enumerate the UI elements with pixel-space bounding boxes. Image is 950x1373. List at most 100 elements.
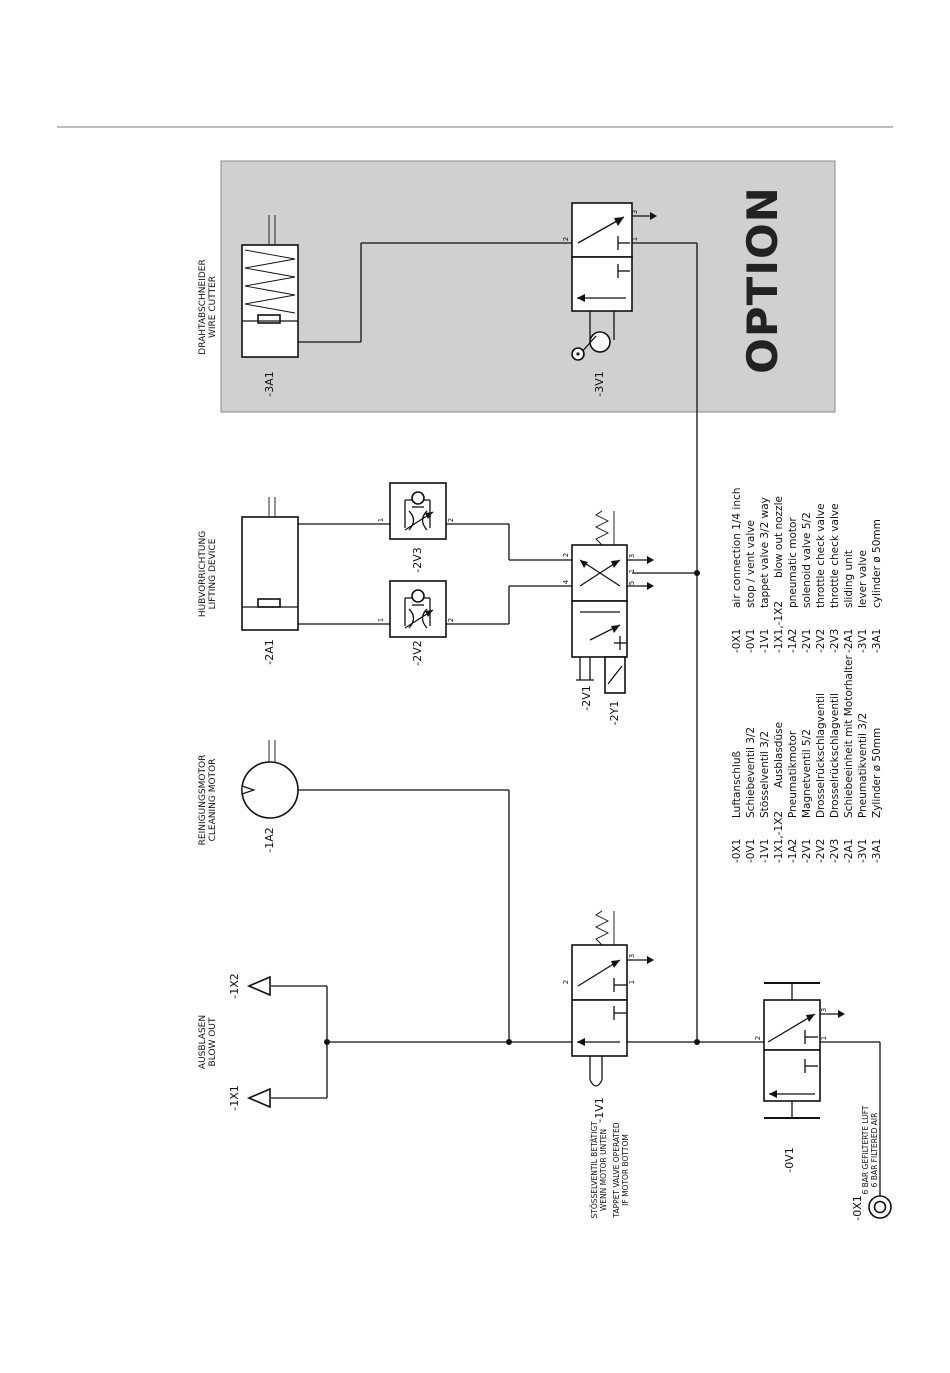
- legend-en-text: lever valve: [857, 550, 869, 608]
- legend-en-text: pneumatic motor: [787, 517, 799, 608]
- legend-english: -0X1 -0V1 -1V1 -1X1,-1X2 -1A2 -2V1 -2V2 …: [731, 488, 883, 653]
- legend-en-texts: air connection 1/4 inch stop / vent valv…: [731, 488, 883, 608]
- legend-en-code: -1X1,-1X2: [773, 601, 785, 653]
- tappet-valve-port-3: 3: [628, 954, 636, 958]
- legend-en-text: throttle check valve: [829, 503, 841, 608]
- legend-de-code: -1X1,-1X2: [773, 811, 785, 863]
- legend-en-text: air connection 1/4 inch: [731, 488, 743, 608]
- solenoid-coil-id: -2Y1: [608, 701, 621, 726]
- legend-de-code: -1A2: [787, 839, 799, 863]
- blow-out-nozzle-1-id: -1X1: [228, 1085, 241, 1111]
- air-connection: [868, 1195, 892, 1219]
- legend-de-text: Schiebeeinheit mit Motorhalter: [843, 655, 855, 818]
- legend-de-text: Pneumatikventil 3/2: [857, 713, 869, 818]
- stop-valve-port-1: 1: [820, 1036, 828, 1040]
- stop-valve-id: -0V1: [783, 1147, 796, 1173]
- blow-out-nozzles: [246, 975, 271, 1109]
- tappet-note-de-1: STÖSSELVENTIL BETÄTIGT: [590, 1121, 599, 1218]
- tappet-valve-note: STÖSSELVENTIL BETÄTIGT WENN MOTOR UNTEN …: [590, 1121, 630, 1218]
- legend-en-code: -0X1: [731, 629, 743, 653]
- stop-valve-port-2: 2: [754, 1036, 762, 1040]
- solenoid-valve-port-3: 3: [628, 554, 636, 558]
- stop-valve-port-3: 3: [820, 1008, 828, 1012]
- legend-de-code: -2V2: [815, 839, 827, 863]
- throttle-2v2-id: -2V2: [411, 640, 424, 666]
- tappet-valve-id: -1V1: [593, 1097, 606, 1123]
- throttle-2v2-port-2: 2: [447, 618, 455, 622]
- legend-de-code: -0X1: [731, 839, 743, 863]
- legend-en-codes: -0X1 -0V1 -1V1 -1X1,-1X2 -1A2 -2V1 -2V2 …: [731, 601, 883, 653]
- legend-de-text: Stösselventil 3/2: [759, 731, 771, 818]
- legend-de-texts: Luftanschluß Schiebeventil 3/2 Stösselve…: [731, 655, 883, 818]
- legend-de-code: -2A1: [843, 839, 855, 863]
- throttle-2v2-port-1: 1: [377, 618, 385, 622]
- legend-de-code: -3V1: [857, 839, 869, 863]
- air-connection-line-2: 6 BAR FILTERED AIR: [870, 1113, 879, 1188]
- solenoid-valve-id: -2V1: [580, 685, 593, 711]
- lever-valve-port-1: 1: [631, 237, 639, 241]
- legend-en-code: -3V1: [857, 629, 869, 653]
- wire-cutter-title-en: WIRE CUTTER: [208, 276, 218, 338]
- legend-en-code: -0V1: [745, 629, 757, 653]
- lifting-cylinder: [241, 497, 299, 631]
- air-connection-id: -0X1: [851, 1195, 864, 1221]
- lifting-cylinder-id: -2A1: [263, 639, 276, 665]
- legend-en-text: sliding unit: [843, 550, 855, 608]
- legend-en-text: cylinder ø 50mm: [871, 519, 883, 608]
- legend-de-code: -1V1: [759, 839, 771, 863]
- air-connection-line-1: 6 BAR GEFILTERTE LUFT: [861, 1105, 870, 1194]
- option-label: OPTION: [738, 186, 787, 374]
- lever-valve-port-3: 3: [631, 210, 639, 214]
- throttle-check-valve-2v3: [389, 482, 447, 540]
- solenoid-valve-port-2: 2: [562, 553, 570, 557]
- legend-en-text: tappet valve 3/2 way: [759, 497, 771, 608]
- legend-en-text: solenoid valve 5/2: [801, 512, 813, 608]
- legend-en-code: -2A1: [843, 629, 855, 653]
- legend-de-text: Pneumatikmotor: [787, 730, 799, 818]
- blow-out-title-en: BLOW OUT: [208, 1017, 218, 1066]
- lifting-device-title-en: LIFTING DEVICE: [208, 538, 218, 609]
- legend-de-text: Zylinder ø 50mm: [871, 728, 883, 818]
- cleaning-motor-title-de: REINIGUNGSMOTOR: [198, 755, 208, 846]
- tappet-valve-port-2: 2: [562, 980, 570, 984]
- legend-en-code: -2V2: [815, 629, 827, 653]
- legend-de-code: -3A1: [871, 839, 883, 863]
- legend-en-code: -3A1: [871, 629, 883, 653]
- lever-valve-port-2: 2: [562, 237, 570, 241]
- legend-en-code: -2V1: [801, 629, 813, 653]
- lever-valve: [571, 202, 657, 361]
- legend-de-text: Luftanschluß: [731, 750, 743, 818]
- legend-de-text: Ausblasdüse: [773, 722, 785, 788]
- tappet-valve: [571, 910, 654, 1087]
- tappet-note-en-1: TAPPET VALVE OPERATED: [612, 1122, 621, 1218]
- legend-de-code: -2V1: [801, 839, 813, 863]
- legend-de-text: Magnetventil 5/2: [801, 729, 813, 818]
- legend-en-text: throttle check valve: [815, 503, 827, 608]
- solenoid-valve-port-5: 5: [628, 581, 636, 585]
- cleaning-motor-title-en: CLEANING MOTOR: [208, 759, 218, 842]
- lever-valve-id: -3V1: [593, 371, 606, 397]
- solenoid-valve-port-4: 4: [562, 579, 570, 584]
- legend-de-code: -0V1: [745, 839, 757, 863]
- throttle-2v3-id: -2V3: [411, 547, 424, 573]
- legend-de-text: Drosselrückschlagventil: [829, 693, 841, 818]
- legend-german: -0X1 -0V1 -1V1 -1X1,-1X2 -1A2 -2V1 -2V2 …: [731, 655, 883, 863]
- pneumatic-motor: [241, 740, 299, 819]
- legend-en-text: blow out nozzle: [773, 496, 785, 578]
- throttle-2v3-port-1: 1: [377, 518, 385, 522]
- cleaning-motor-id: -1A2: [263, 827, 276, 853]
- wire-cutter-id: -3A1: [263, 371, 276, 397]
- option-area: [220, 160, 836, 413]
- lifting-device-title-de: HUBVORRICHTUNG: [198, 531, 208, 617]
- throttle-2v3-port-2: 2: [447, 518, 455, 522]
- tappet-note-en-2: IF MOTOR BOTTOM: [621, 1134, 630, 1206]
- legend-de-text: Schiebeventil 3/2: [745, 727, 757, 818]
- legend-en-text: stop / vent valve: [745, 520, 757, 608]
- solenoid-valve-port-1: 1: [628, 569, 636, 573]
- legend-en-code: -2V3: [829, 629, 841, 653]
- blow-out-nozzle-2-id: -1X2: [228, 973, 241, 999]
- tappet-note-de-2: WENN MOTOR UNTEN: [599, 1129, 608, 1211]
- blow-out-title-de: AUSBLASEN: [198, 1015, 208, 1069]
